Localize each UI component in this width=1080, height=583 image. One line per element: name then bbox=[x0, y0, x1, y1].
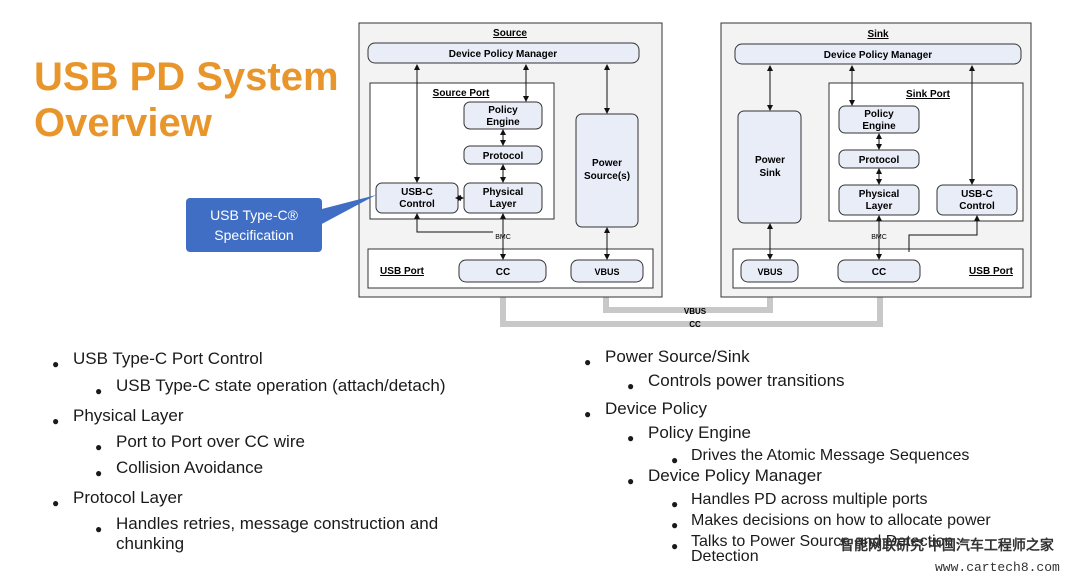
svg-text:Physical: Physical bbox=[859, 189, 900, 200]
svg-text:Device Policy Manager: Device Policy Manager bbox=[824, 50, 932, 61]
svg-text:Engine: Engine bbox=[486, 117, 520, 128]
svg-text:Sink: Sink bbox=[759, 168, 781, 179]
svg-text:Layer: Layer bbox=[866, 201, 893, 212]
sink-heading: Sink bbox=[867, 29, 889, 40]
callout-line-2: Specification bbox=[214, 227, 294, 243]
svg-text:Policy: Policy bbox=[864, 109, 894, 120]
bullet-controls-power: Controls power transitions bbox=[648, 371, 845, 390]
callout-line-1: USB Type-C® bbox=[210, 207, 298, 223]
bullet-detection: Detection bbox=[691, 548, 759, 565]
bullet-port-to-port: Port to Port over CC wire bbox=[116, 432, 305, 451]
wire-vbus-label: VBUS bbox=[684, 307, 707, 316]
svg-text:Control: Control bbox=[959, 201, 995, 212]
usb-typec-callout: USB Type-C® Specification bbox=[186, 198, 322, 252]
bullet-typec-port-control: USB Type-C Port Control bbox=[73, 349, 263, 368]
svg-text:Power: Power bbox=[592, 158, 622, 169]
cc-wire bbox=[500, 282, 883, 327]
bullet-retries-cont: chunking bbox=[116, 534, 185, 553]
bullet-handles-pd: Handles PD across multiple ports bbox=[691, 491, 928, 508]
svg-text:Sink Port: Sink Port bbox=[906, 89, 951, 100]
svg-text:Source(s): Source(s) bbox=[584, 171, 630, 182]
watermark-line-1: 智能网联研究 中国汽车工程师之家 bbox=[840, 537, 1054, 553]
source-cc bbox=[458, 259, 547, 283]
title-line-1: USB PD System bbox=[34, 55, 339, 99]
svg-text:USB-C: USB-C bbox=[401, 187, 433, 198]
svg-text:USB Port: USB Port bbox=[380, 266, 425, 277]
source-vbus bbox=[570, 259, 644, 283]
bullet-protocol-layer: Protocol Layer bbox=[73, 488, 183, 507]
sink-block: Sink Device Policy Manager Sink Port Pol… bbox=[720, 22, 1032, 298]
sink-cc bbox=[837, 259, 921, 283]
svg-text:Protocol: Protocol bbox=[859, 155, 900, 166]
bullet-physical-layer: Physical Layer bbox=[73, 406, 184, 425]
svg-text:USB Port: USB Port bbox=[969, 266, 1014, 277]
sink-power bbox=[737, 110, 802, 224]
sink-dpm bbox=[734, 43, 1022, 65]
svg-text:Protocol: Protocol bbox=[483, 151, 524, 162]
sink-vbus bbox=[740, 259, 799, 283]
bullet-device-policy: Device Policy bbox=[605, 399, 708, 418]
svg-text:USB-C: USB-C bbox=[961, 189, 993, 200]
source-dpm bbox=[367, 42, 640, 64]
svg-text:Power: Power bbox=[755, 155, 785, 166]
source-heading: Source bbox=[493, 28, 527, 39]
watermark-line-2: www.cartech8.com bbox=[935, 560, 1060, 575]
svg-text:Source Port: Source Port bbox=[433, 88, 490, 99]
bullet-atomic-sequences: Drives the Atomic Message Sequences bbox=[691, 447, 970, 464]
bullet-collision: Collision Avoidance bbox=[116, 458, 264, 477]
svg-text:CC: CC bbox=[872, 267, 886, 278]
title-line-2: Overview bbox=[34, 101, 212, 145]
svg-text:Physical: Physical bbox=[483, 187, 524, 198]
svg-text:Layer: Layer bbox=[490, 199, 517, 210]
bullet-retries: Handles retries, message construction an… bbox=[116, 514, 439, 533]
page-title: USB PD System Overview bbox=[34, 54, 354, 146]
svg-text:VBUS: VBUS bbox=[757, 267, 782, 277]
source-block: Source Device Policy Manager Source Port… bbox=[358, 22, 663, 298]
svg-text:Device Policy Manager: Device Policy Manager bbox=[449, 49, 557, 60]
svg-text:Policy: Policy bbox=[488, 105, 518, 116]
bullet-dpm: Device Policy Manager bbox=[648, 466, 822, 485]
usb-pd-diagram: VBUS CC Source Device Policy Manager Sou… bbox=[318, 22, 1032, 329]
bullet-talks-to-power: Talks to Power Source and Detection bbox=[691, 533, 954, 550]
bullet-makes-decisions: Makes decisions on how to allocate power bbox=[691, 512, 991, 529]
svg-text:VBUS: VBUS bbox=[594, 267, 619, 277]
bullet-typec-state: USB Type-C state operation (attach/detac… bbox=[116, 376, 446, 395]
svg-text:CC: CC bbox=[496, 267, 510, 278]
bullet-policy-engine: Policy Engine bbox=[648, 423, 752, 442]
wire-cc-label: CC bbox=[689, 320, 701, 329]
bullet-power-source-sink: Power Source/Sink bbox=[605, 347, 750, 366]
svg-text:Engine: Engine bbox=[862, 121, 896, 132]
svg-text:Control: Control bbox=[399, 199, 435, 210]
callout-pointer bbox=[318, 195, 376, 226]
